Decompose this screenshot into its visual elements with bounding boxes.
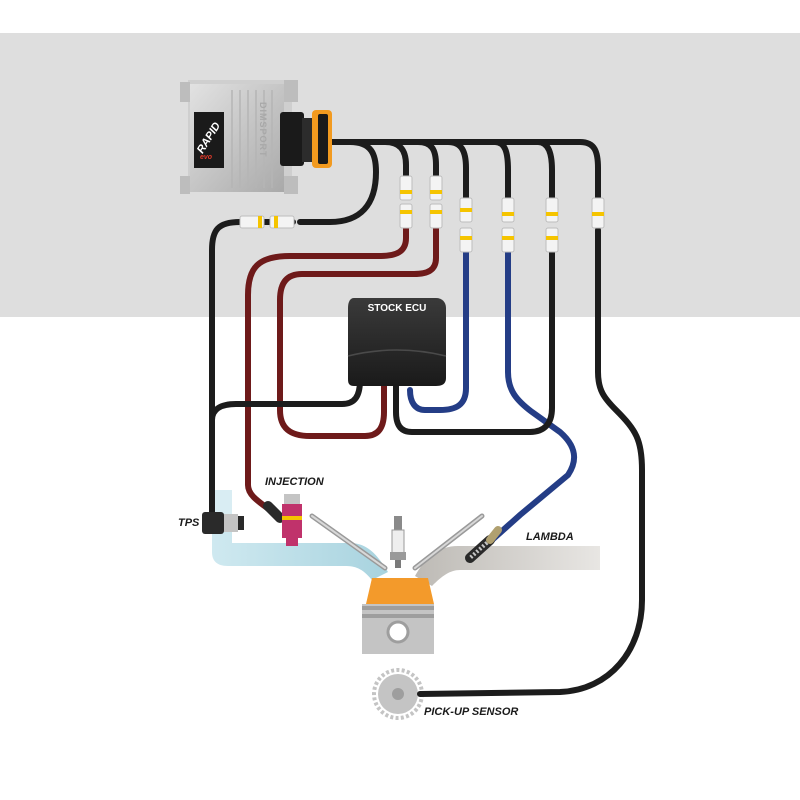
- intake-manifold: [212, 520, 388, 580]
- connector-1: [399, 175, 413, 229]
- connector-4: [501, 197, 515, 253]
- piston: [362, 578, 434, 654]
- lambda-sensor: [465, 526, 502, 563]
- label-pickup: PICK-UP SENSOR: [424, 706, 519, 718]
- wire-pickup: [417, 227, 645, 697]
- rapid-module: [180, 80, 298, 194]
- exhaust-manifold: [415, 546, 600, 586]
- module-logo-sub: evo: [200, 154, 213, 161]
- module-brand: DIMSPORT: [258, 102, 268, 158]
- module-logo: RAPID evo: [194, 112, 224, 168]
- stock-ecu-label: STOCK ECU: [367, 303, 427, 314]
- wire-drop-1: [382, 139, 409, 181]
- wire-drop-2: [415, 139, 439, 181]
- connector-5: [545, 197, 559, 253]
- wire-ecu-bottom: [393, 247, 555, 435]
- wire-ecu-left: [209, 377, 363, 423]
- label-injection: INJECTION: [265, 476, 324, 488]
- spark-plug: [390, 516, 406, 568]
- wire-lambda-1: [407, 247, 469, 413]
- wire-injection-2: [277, 225, 439, 439]
- intake-valve: [309, 513, 388, 571]
- connector-3: [459, 197, 473, 253]
- wire-drop-4: [492, 139, 511, 203]
- wire-drop-5: [535, 139, 555, 203]
- label-tps: TPS: [178, 517, 200, 529]
- label-lambda: LAMBDA: [526, 531, 574, 543]
- connector-tps: [239, 215, 295, 229]
- stock-ecu: [347, 298, 447, 386]
- wire-lambda-2: [489, 247, 578, 543]
- exhaust-valve: [412, 513, 485, 571]
- tps-sensor: [202, 512, 244, 534]
- top-background-band: [0, 33, 800, 317]
- wire-harness-main: [327, 139, 601, 213]
- connector-6: [591, 197, 605, 229]
- wire-harness-loop: [297, 139, 380, 225]
- connector-2: [429, 175, 443, 229]
- pickup-wheel-icon: [372, 668, 424, 720]
- wire-drop-3: [445, 139, 469, 203]
- wire-injection-1: [245, 225, 409, 513]
- module-connector: [280, 110, 332, 168]
- injector: [263, 494, 302, 546]
- module-logo-plate: [194, 112, 224, 168]
